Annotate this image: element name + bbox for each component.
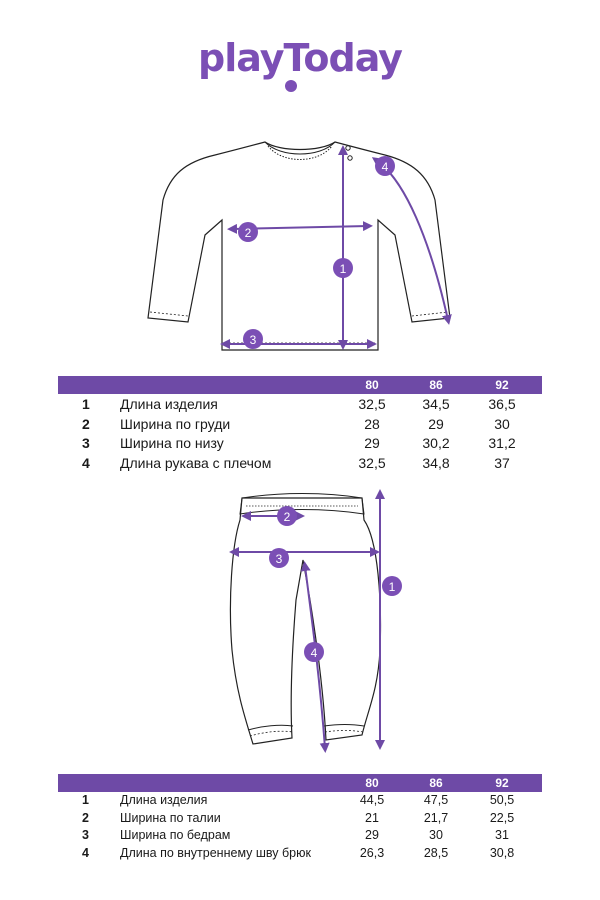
row-label: Длина изделия	[120, 793, 208, 807]
cell-value: 36,5	[488, 396, 516, 412]
cell-value: 29	[428, 415, 444, 432]
brand-logo: playToday	[198, 36, 403, 80]
row-number: 1	[82, 396, 90, 412]
row-number: 3	[82, 435, 90, 451]
cell-value: 31	[495, 828, 509, 842]
svg-text:4: 4	[382, 160, 389, 174]
pants-size-table: 80 86 92 1 Длина изделия 44,5 47,5 50,5 …	[58, 774, 542, 862]
size-header: 80	[365, 378, 379, 392]
cell-value: 30,8	[489, 845, 515, 860]
cell-value: 22,5	[489, 810, 515, 825]
row-label: Длина изделия	[120, 396, 218, 412]
cell-value: 34,8	[422, 454, 450, 471]
marker-badge: 3	[269, 548, 289, 568]
row-label: Ширина по бедрам	[120, 828, 231, 842]
size-header: 92	[495, 378, 509, 392]
row-label: Ширина по низу	[120, 435, 224, 451]
row-label: Длина по внутреннему шву брюк	[120, 845, 311, 860]
cell-value: 31,2	[488, 435, 516, 451]
table-row: 1 Длина изделия 32,5 34,5 36,5	[58, 394, 542, 414]
table-row: 2 Ширина по груди 28 29 30	[58, 414, 542, 434]
cell-value: 32,5	[358, 454, 386, 471]
svg-text:2: 2	[245, 226, 252, 240]
table-row: 4 Длина рукава с плечом 32,5 34,8 37	[58, 453, 542, 473]
cell-value: 30	[494, 415, 510, 432]
row-number: 2	[82, 415, 90, 432]
cell-value: 47,5	[423, 793, 449, 807]
shirt-drawing: 1 2 3 4	[147, 141, 452, 351]
logo-dot	[285, 80, 297, 92]
row-number: 1	[82, 793, 89, 807]
cell-value: 21	[365, 810, 379, 825]
table-row: 4 Длина по внутреннему шву брюк 26,3 28,…	[58, 845, 542, 863]
size-header: 92	[495, 776, 509, 790]
marker-badge: 4	[304, 642, 324, 662]
table-row: 3 Ширина по бедрам 29 30 31	[58, 827, 542, 845]
marker-badge: 4	[375, 156, 395, 176]
pants-drawing: 1 2 3 4	[229, 489, 402, 753]
row-number: 4	[82, 454, 90, 471]
row-number: 4	[82, 845, 89, 860]
row-label: Ширина по талии	[120, 810, 221, 825]
cell-value: 44,5	[359, 793, 385, 807]
size-header: 86	[429, 776, 443, 790]
cell-value: 32,5	[358, 396, 386, 412]
cell-value: 26,3	[359, 845, 385, 860]
table-header: 80 86 92	[58, 774, 542, 792]
table-row: 1 Длина изделия 44,5 47,5 50,5	[58, 792, 542, 810]
row-label: Длина рукава с плечом	[120, 454, 272, 471]
svg-text:1: 1	[340, 262, 347, 276]
row-label: Ширина по груди	[120, 415, 231, 432]
svg-text:2: 2	[284, 510, 291, 524]
marker-badge: 3	[243, 329, 263, 349]
marker-badge: 2	[277, 506, 297, 526]
table-row: 3 Ширина по низу 29 30,2 31,2	[58, 433, 542, 453]
cell-value: 30,2	[422, 435, 450, 451]
row-number: 3	[82, 828, 89, 842]
cell-value: 37	[494, 454, 510, 471]
table-row: 2 Ширина по талии 21 21,7 22,5	[58, 810, 542, 828]
shirt-size-table: 80 86 92 1 Длина изделия 32,5 34,5 36,5 …	[58, 376, 542, 472]
svg-text:3: 3	[250, 333, 257, 347]
cell-value: 50,5	[489, 793, 515, 807]
svg-text:3: 3	[276, 552, 283, 566]
table-header: 80 86 92	[58, 376, 542, 394]
svg-text:4: 4	[311, 646, 318, 660]
row-number: 2	[82, 810, 89, 825]
cell-value: 28,5	[423, 845, 449, 860]
marker-badge: 1	[382, 576, 402, 596]
cell-value: 21,7	[423, 810, 449, 825]
marker-badge: 1	[333, 258, 353, 278]
size-header: 86	[429, 378, 443, 392]
cell-value: 34,5	[422, 396, 450, 412]
svg-text:1: 1	[389, 580, 396, 594]
size-header: 80	[365, 776, 379, 790]
cell-value: 30	[429, 828, 443, 842]
cell-value: 28	[364, 415, 380, 432]
cell-value: 29	[364, 435, 380, 451]
cell-value: 29	[365, 828, 379, 842]
marker-badge: 2	[238, 222, 258, 242]
